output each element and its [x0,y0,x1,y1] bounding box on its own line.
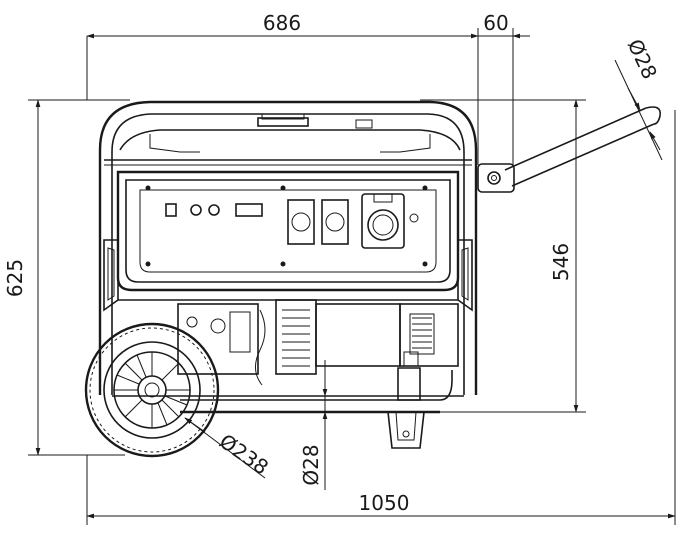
wheel-hub-icon [137,375,167,405]
engine-block [177,303,259,375]
fuse-icon [208,204,220,216]
dim-handle-diameter: Ø28 [623,35,662,82]
dim-frame-tube-diameter: Ø28 [299,444,323,485]
fuel-cap-icon [257,117,309,127]
alternator-housing [315,303,401,367]
handle [477,106,662,193]
handle-bolt-icon [487,171,501,185]
control-panel [116,170,460,292]
support-foot [387,411,425,449]
dim-total-length: 1050 [359,491,410,515]
dim-height-frame: 546 [549,243,573,281]
fuse-icon [190,204,202,216]
switch-icon [165,203,177,217]
dimension-lines [28,28,676,525]
fuel-tank [104,113,472,166]
dim-top-width: 686 [263,11,301,35]
dim-wheel-diameter: Ø238 [215,429,273,480]
socket-icon [321,199,349,245]
breaker-icon [235,203,263,217]
alternator-fins [275,299,317,375]
wheel [84,322,220,458]
socket-icon [287,199,315,245]
ground-icon [409,213,419,223]
engine [118,299,459,401]
dim-height-total: 625 [3,259,27,297]
dim-handle-offset: 60 [483,11,508,35]
